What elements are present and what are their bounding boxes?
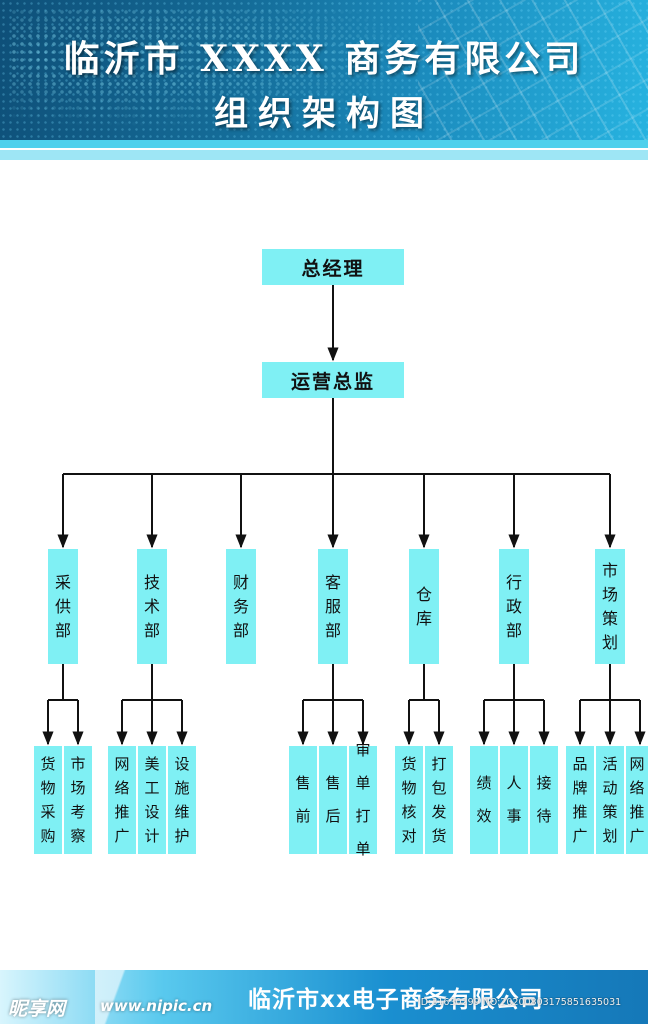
subunit-box: 设施维护 [168,746,196,854]
subunit-box: 美工设计 [138,746,166,854]
subunit-box: 售后 [319,746,347,854]
department-box: 采供部 [48,549,78,664]
keyboard-graphic [418,0,648,140]
page-title: 临沂市 XXXX 商务有限公司 [63,38,585,80]
subunit-box: 网络推广 [108,746,136,854]
header-dot-pattern [0,0,648,140]
header-banner: 临沂市 XXXX 商务有限公司 组织架构图 [0,0,648,140]
department-box: 仓库 [409,549,439,664]
world-map-graphic [10,8,440,128]
footer-bar [0,970,648,1024]
subunit-box: 接待 [530,746,558,854]
header-divider-light [0,150,648,160]
subunit-box: 绩效 [470,746,498,854]
department-box: 财务部 [226,549,256,664]
subunit-box: 货物核对 [395,746,423,854]
watermark-logo: 昵享网 [8,998,66,1020]
page-subtitle: 组织架构图 [214,94,434,134]
header-divider [0,140,648,148]
watermark-id: ID:31630299 NO:20200803175851635031 [418,997,622,1008]
subunit-box: 打包发货 [425,746,453,854]
subunit-box: 售前 [289,746,317,854]
department-box: 市场策划 [595,549,625,664]
subunit-box: 货物采购 [34,746,62,854]
department-box: 客服部 [318,549,348,664]
subunit-box: 网络推广 [626,746,648,854]
department-box: 行政部 [499,549,529,664]
ceo-box: 总经理 [262,249,404,285]
subunit-box: 品牌推广 [566,746,594,854]
subunit-box: 活动策划 [596,746,624,854]
subunit-box: 市场考察 [64,746,92,854]
subunit-box: 人事 [500,746,528,854]
watermark-url: www.nipic.cn [100,997,213,1015]
subunit-box: 审单打单 [349,741,377,858]
footer-company-name: 临沂市xx电子商务有限公司 [248,987,544,1013]
department-box: 技术部 [137,549,167,664]
footer-accent [95,970,135,1024]
director-box: 运营总监 [262,362,404,398]
